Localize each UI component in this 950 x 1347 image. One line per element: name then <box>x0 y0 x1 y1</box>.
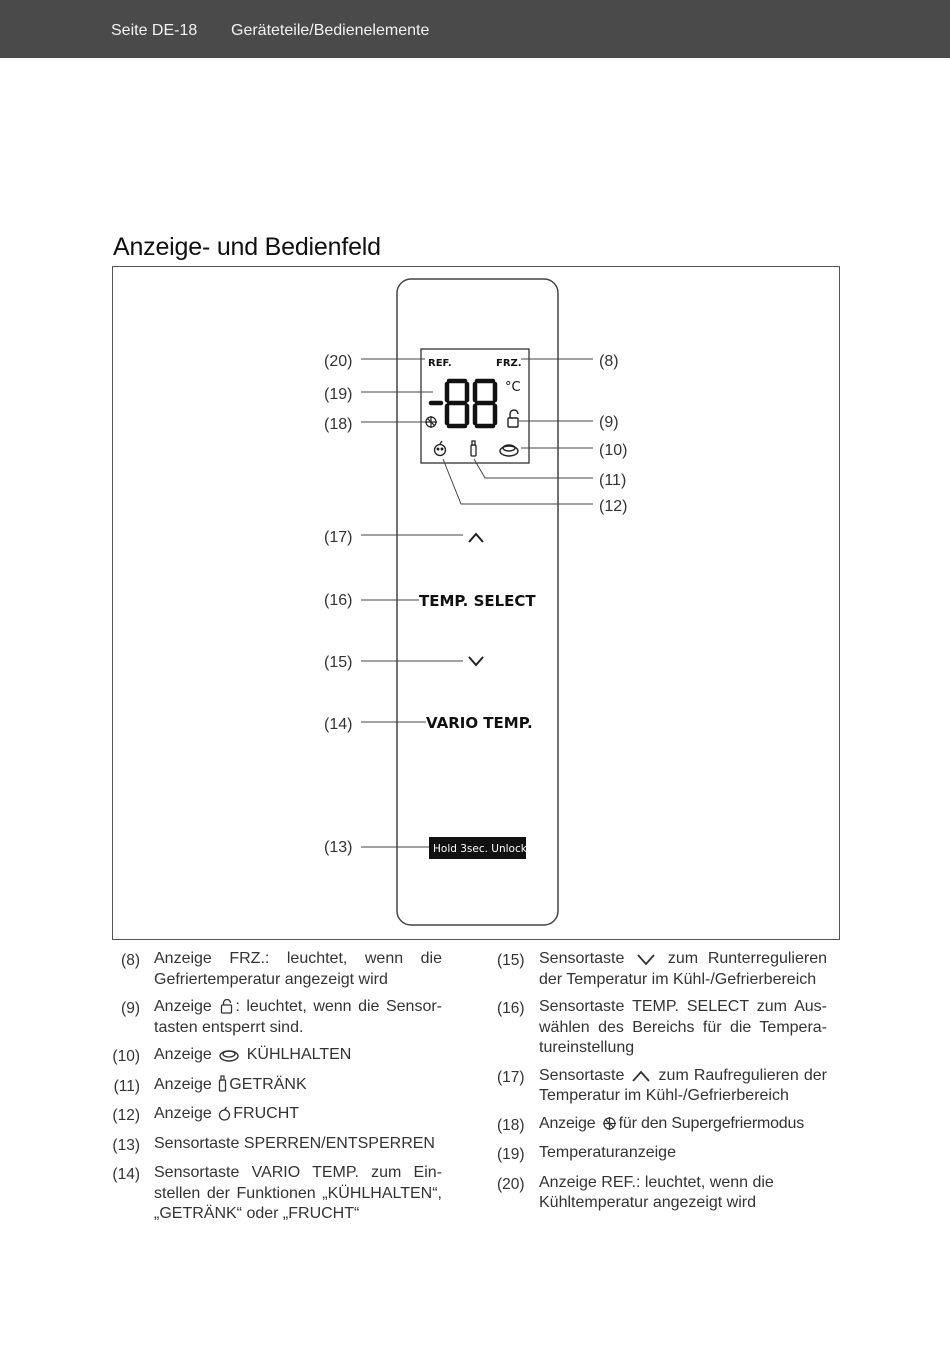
legend-item-8: (8) Anzeige FRZ.: leuchtet, wenn die Gef… <box>112 949 442 990</box>
legend-item-13: (13) Sensortaste SPERREN/ENTSPERREN <box>112 1134 442 1157</box>
callout-18: (18) <box>324 416 352 433</box>
ref-indicator: REF. <box>428 358 452 369</box>
legend-text: Anzeige für den Supergefriermodus <box>539 1114 827 1137</box>
callout-12: (12) <box>599 498 627 515</box>
legend-item-18: (18) Anzeige für den Supergefriermodus <box>497 1114 827 1137</box>
legend-text: Sensortaste SPERREN/ENTSPERREN <box>154 1134 435 1152</box>
callout-20: (20) <box>324 353 352 370</box>
legend-num: (17) <box>497 1068 525 1086</box>
callout-9: (9) <box>599 414 619 431</box>
control-panel-diagram: REF. FRZ. °C <box>324 278 627 926</box>
legend-text: Anzeige KÜHLHALTEN <box>154 1045 442 1068</box>
legend-item-10: (10) Anzeige KÜHLHALTEN <box>112 1045 442 1068</box>
legend-num: (12) <box>112 1107 140 1124</box>
page-number: Seite DE-18 <box>111 22 198 39</box>
fruit-icon <box>219 1106 231 1121</box>
chevron-down-icon <box>637 954 655 966</box>
legend-text-post: zum Runterregulieren der Temperatur im K… <box>539 950 827 988</box>
unlock-button[interactable] <box>429 837 526 859</box>
legend-text-pre: Anzeige <box>154 1075 212 1093</box>
callout-8: (8) <box>599 353 619 370</box>
lock-open-icon <box>221 999 233 1014</box>
fruit-icon <box>433 440 447 457</box>
bottle-icon <box>470 440 477 457</box>
callout-15: (15) <box>324 654 352 671</box>
legend-right: (15) Sensortaste zum Runterregulieren de… <box>497 949 827 1221</box>
legend-num: (14) <box>112 1166 140 1183</box>
legend-num: (18) <box>497 1116 525 1134</box>
legend-item-11: (11) Anzeige GETRÄNK <box>112 1074 442 1098</box>
temperature-digits <box>428 378 498 429</box>
unlock-label: Hold 3sec. Unlock <box>433 843 528 855</box>
legend-text: Anzeige FRZ.: leuchtet, wenn die Gefrier… <box>154 950 442 988</box>
legend-text-pre: Anzeige <box>154 998 212 1015</box>
legend-item-20: (20) Anzeige REF.: leuchtet, wenn die Kü… <box>497 1173 827 1214</box>
callout-16: (16) <box>324 592 352 609</box>
legend-text: Anzeige REF.: leuchtet, wenn die Kühltem… <box>539 1173 774 1212</box>
chevron-up-icon <box>632 1070 651 1082</box>
legend-text-post: KÜHLHALTEN <box>246 1046 352 1063</box>
callout-13: (13) <box>324 839 352 856</box>
legend-text: Sensortaste zum Raufregulieren der Tempe… <box>539 1066 827 1107</box>
legend-text-pre: Sensortaste <box>539 1066 625 1084</box>
leader-lines <box>361 358 593 848</box>
legend-text: Anzeige : leuchtet, wenn die Sensor­tast… <box>154 997 442 1038</box>
legend-num: (13) <box>112 1136 140 1154</box>
legend-text: Anzeige GETRÄNK <box>154 1074 442 1098</box>
section-name: Geräteteile/Bedienelemente <box>231 22 430 39</box>
page-header: Seite DE-18 Geräteteile/Bedienelemente <box>0 0 950 58</box>
legend-text-post: : leuchtet, wenn die Sensor­tasten entsp… <box>154 998 442 1036</box>
legend-text-post: FRUCHT <box>233 1105 300 1122</box>
temp-select-button[interactable]: TEMP. SELECT <box>419 592 536 610</box>
legend-num: (20) <box>497 1175 525 1193</box>
legend-item-9: (9) Anzeige : leuchtet, wenn die Sensor­… <box>112 997 442 1038</box>
legend-num: (9) <box>121 1000 140 1017</box>
legend-text-pre: Sensortaste <box>539 950 625 967</box>
callout-10: (10) <box>599 442 627 459</box>
snowflake-fan-icon <box>425 416 437 428</box>
callout-19: (19) <box>324 386 352 403</box>
legend-text: Temperaturanzeige <box>539 1144 676 1161</box>
legend-item-15: (15) Sensortaste zum Runterregulieren de… <box>497 949 827 990</box>
legend-text-post: zum Raufregulieren der Temperatur im Küh… <box>539 1066 827 1105</box>
callout-17: (17) <box>324 529 352 546</box>
legend-text-pre: Anzeige <box>539 1114 596 1132</box>
legend-item-19: (19) Temperaturanzeige <box>497 1143 827 1166</box>
legend-item-14: (14) Sensortaste VARIO TEMP. zum Ein­ste… <box>112 1163 442 1225</box>
frz-indicator: FRZ. <box>496 358 522 369</box>
legend-num: (8) <box>121 952 140 969</box>
chevron-down-button[interactable] <box>468 656 484 667</box>
control-panel-figure: REF. FRZ. °C <box>112 266 840 940</box>
bottle-icon <box>219 1074 227 1092</box>
legend-num: (10) <box>112 1048 140 1065</box>
celsius-unit: °C <box>505 380 521 395</box>
callout-11: (11) <box>599 472 626 489</box>
legend-text: Sensortaste TEMP. SELECT zum Aus­wählen … <box>539 998 827 1056</box>
legend-num: (15) <box>497 952 525 969</box>
snowflake-fan-icon <box>602 1116 616 1130</box>
vario-temp-button[interactable]: VARIO TEMP. <box>426 714 533 732</box>
legend-num: (16) <box>497 1000 525 1017</box>
legend-text-pre: Anzeige <box>154 1105 212 1122</box>
chevron-up-button[interactable] <box>468 532 484 543</box>
legend-num: (19) <box>497 1146 525 1163</box>
legend-item-16: (16) Sensortaste TEMP. SELECT zum Aus­wä… <box>497 997 827 1059</box>
callout-14: (14) <box>324 716 352 733</box>
legend-left: (8) Anzeige FRZ.: leuchtet, wenn die Gef… <box>112 949 442 1232</box>
legend-text-pre: Anzeige <box>154 1046 212 1063</box>
legend-item-17: (17) Sensortaste zum Raufregulieren der … <box>497 1066 827 1107</box>
legend-text: Anzeige FRUCHT <box>154 1104 442 1127</box>
section-title: Anzeige- und Bedienfeld <box>113 233 381 261</box>
legend-text-post: GETRÄNK <box>229 1075 307 1093</box>
dish-icon <box>499 444 519 457</box>
lock-open-icon <box>507 409 519 428</box>
legend-text: Sensortaste zum Runterregulieren der Tem… <box>539 949 827 990</box>
legend-text: Sensortaste VARIO TEMP. zum Ein­stellen … <box>154 1164 442 1222</box>
dish-icon <box>219 1050 239 1062</box>
legend-item-12: (12) Anzeige FRUCHT <box>112 1104 442 1127</box>
legend-text-post: für den Supergefriermodus <box>618 1114 805 1132</box>
legend-num: (11) <box>113 1077 140 1095</box>
